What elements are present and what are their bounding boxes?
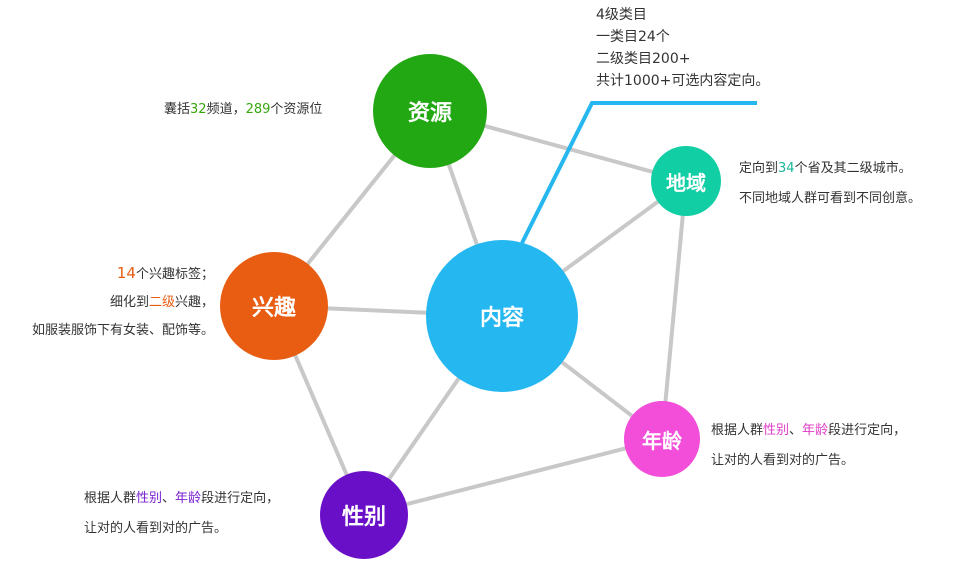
age-highlight-gender: 性别 bbox=[763, 423, 790, 438]
resource-slot-count: 289 bbox=[245, 102, 271, 117]
gender-desc-line-1: 根据人群性别、年龄段进行定向， bbox=[84, 484, 279, 514]
interest-text: 细化到 bbox=[109, 295, 149, 310]
region-province-count: 34 bbox=[778, 161, 795, 176]
region-text: 定向到 bbox=[739, 161, 779, 176]
age-text: 、 bbox=[789, 423, 803, 438]
content-desc-line-4: 共计1000+可选内容定向。 bbox=[596, 73, 770, 89]
age-desc-line-2: 让对的人看到对的广告。 bbox=[711, 453, 855, 468]
resource-text: 囊括 bbox=[164, 102, 191, 117]
interest-text: 兴趣， bbox=[174, 295, 214, 310]
resource-description: 囊括32频道，289个资源位 bbox=[164, 98, 322, 122]
resource-channel-count: 32 bbox=[190, 102, 207, 117]
interest-text: 个兴趣标签； bbox=[135, 267, 214, 282]
interest-desc-line-1: 14个兴趣标签； bbox=[32, 259, 214, 289]
content-callout-line bbox=[520, 101, 757, 244]
resource-text: 个资源位 bbox=[270, 102, 323, 117]
interest-desc-line-3: 如服装服饰下有女装、配饰等。 bbox=[31, 323, 214, 338]
age-text: 段进行定向， bbox=[828, 423, 907, 438]
node-resource: 资源 bbox=[373, 54, 487, 168]
gender-highlight-age: 年龄 bbox=[175, 491, 202, 506]
node-gender: 性别 bbox=[320, 471, 408, 559]
node-region: 地域 bbox=[651, 146, 721, 216]
interest-description: 14个兴趣标签； 细化到二级兴趣， 如服装服饰下有女装、配饰等。 bbox=[32, 259, 214, 345]
node-interest-label: 兴趣 bbox=[251, 296, 296, 321]
node-age-label: 年龄 bbox=[642, 428, 682, 453]
node-content: 内容 bbox=[426, 240, 578, 392]
resource-desc-line-1: 囊括32频道，289个资源位 bbox=[164, 98, 322, 122]
content-desc-line-2: 一类目24个 bbox=[596, 29, 670, 45]
resource-text: 频道， bbox=[206, 102, 246, 117]
gender-description: 根据人群性别、年龄段进行定向， 让对的人看到对的广告。 bbox=[84, 484, 279, 544]
gender-desc-line-2: 让对的人看到对的广告。 bbox=[84, 521, 228, 536]
region-desc-line-1: 定向到34个省及其二级城市。 bbox=[739, 154, 921, 184]
gender-text: 、 bbox=[162, 491, 176, 506]
link-gender-age bbox=[363, 437, 663, 517]
age-text: 根据人群 bbox=[711, 423, 764, 438]
node-gender-label: 性别 bbox=[341, 505, 386, 530]
gender-highlight-gender: 性别 bbox=[136, 491, 163, 506]
gender-text: 段进行定向， bbox=[201, 491, 280, 506]
age-description: 根据人群性别、年龄段进行定向， 让对的人看到对的广告。 bbox=[711, 416, 906, 476]
content-desc-line-1: 4级类目 bbox=[596, 7, 647, 23]
region-text: 个省及其二级城市。 bbox=[794, 161, 912, 176]
interest-highlight: 二级 bbox=[148, 295, 175, 310]
interest-desc-line-2: 细化到二级兴趣， bbox=[32, 289, 214, 317]
gender-text: 根据人群 bbox=[84, 491, 137, 506]
age-desc-line-1: 根据人群性别、年龄段进行定向， bbox=[711, 416, 906, 446]
interest-tag-count: 14 bbox=[116, 264, 136, 282]
link-region-age bbox=[660, 180, 688, 440]
content-description: 4级类目 一类目24个 二级类目200+ 共计1000+可选内容定向。 bbox=[596, 4, 769, 92]
content-desc-line-3: 二级类目200+ bbox=[596, 51, 691, 67]
age-highlight-age: 年龄 bbox=[802, 423, 829, 438]
node-region-label: 地域 bbox=[666, 170, 706, 195]
node-content-label: 内容 bbox=[479, 306, 524, 331]
region-description: 定向到34个省及其二级城市。 不同地域人群可看到不同创意。 bbox=[739, 154, 921, 214]
node-age: 年龄 bbox=[624, 401, 700, 477]
region-desc-line-2: 不同地域人群可看到不同创意。 bbox=[739, 191, 922, 206]
node-resource-label: 资源 bbox=[407, 101, 452, 126]
node-interest: 兴趣 bbox=[220, 252, 328, 360]
